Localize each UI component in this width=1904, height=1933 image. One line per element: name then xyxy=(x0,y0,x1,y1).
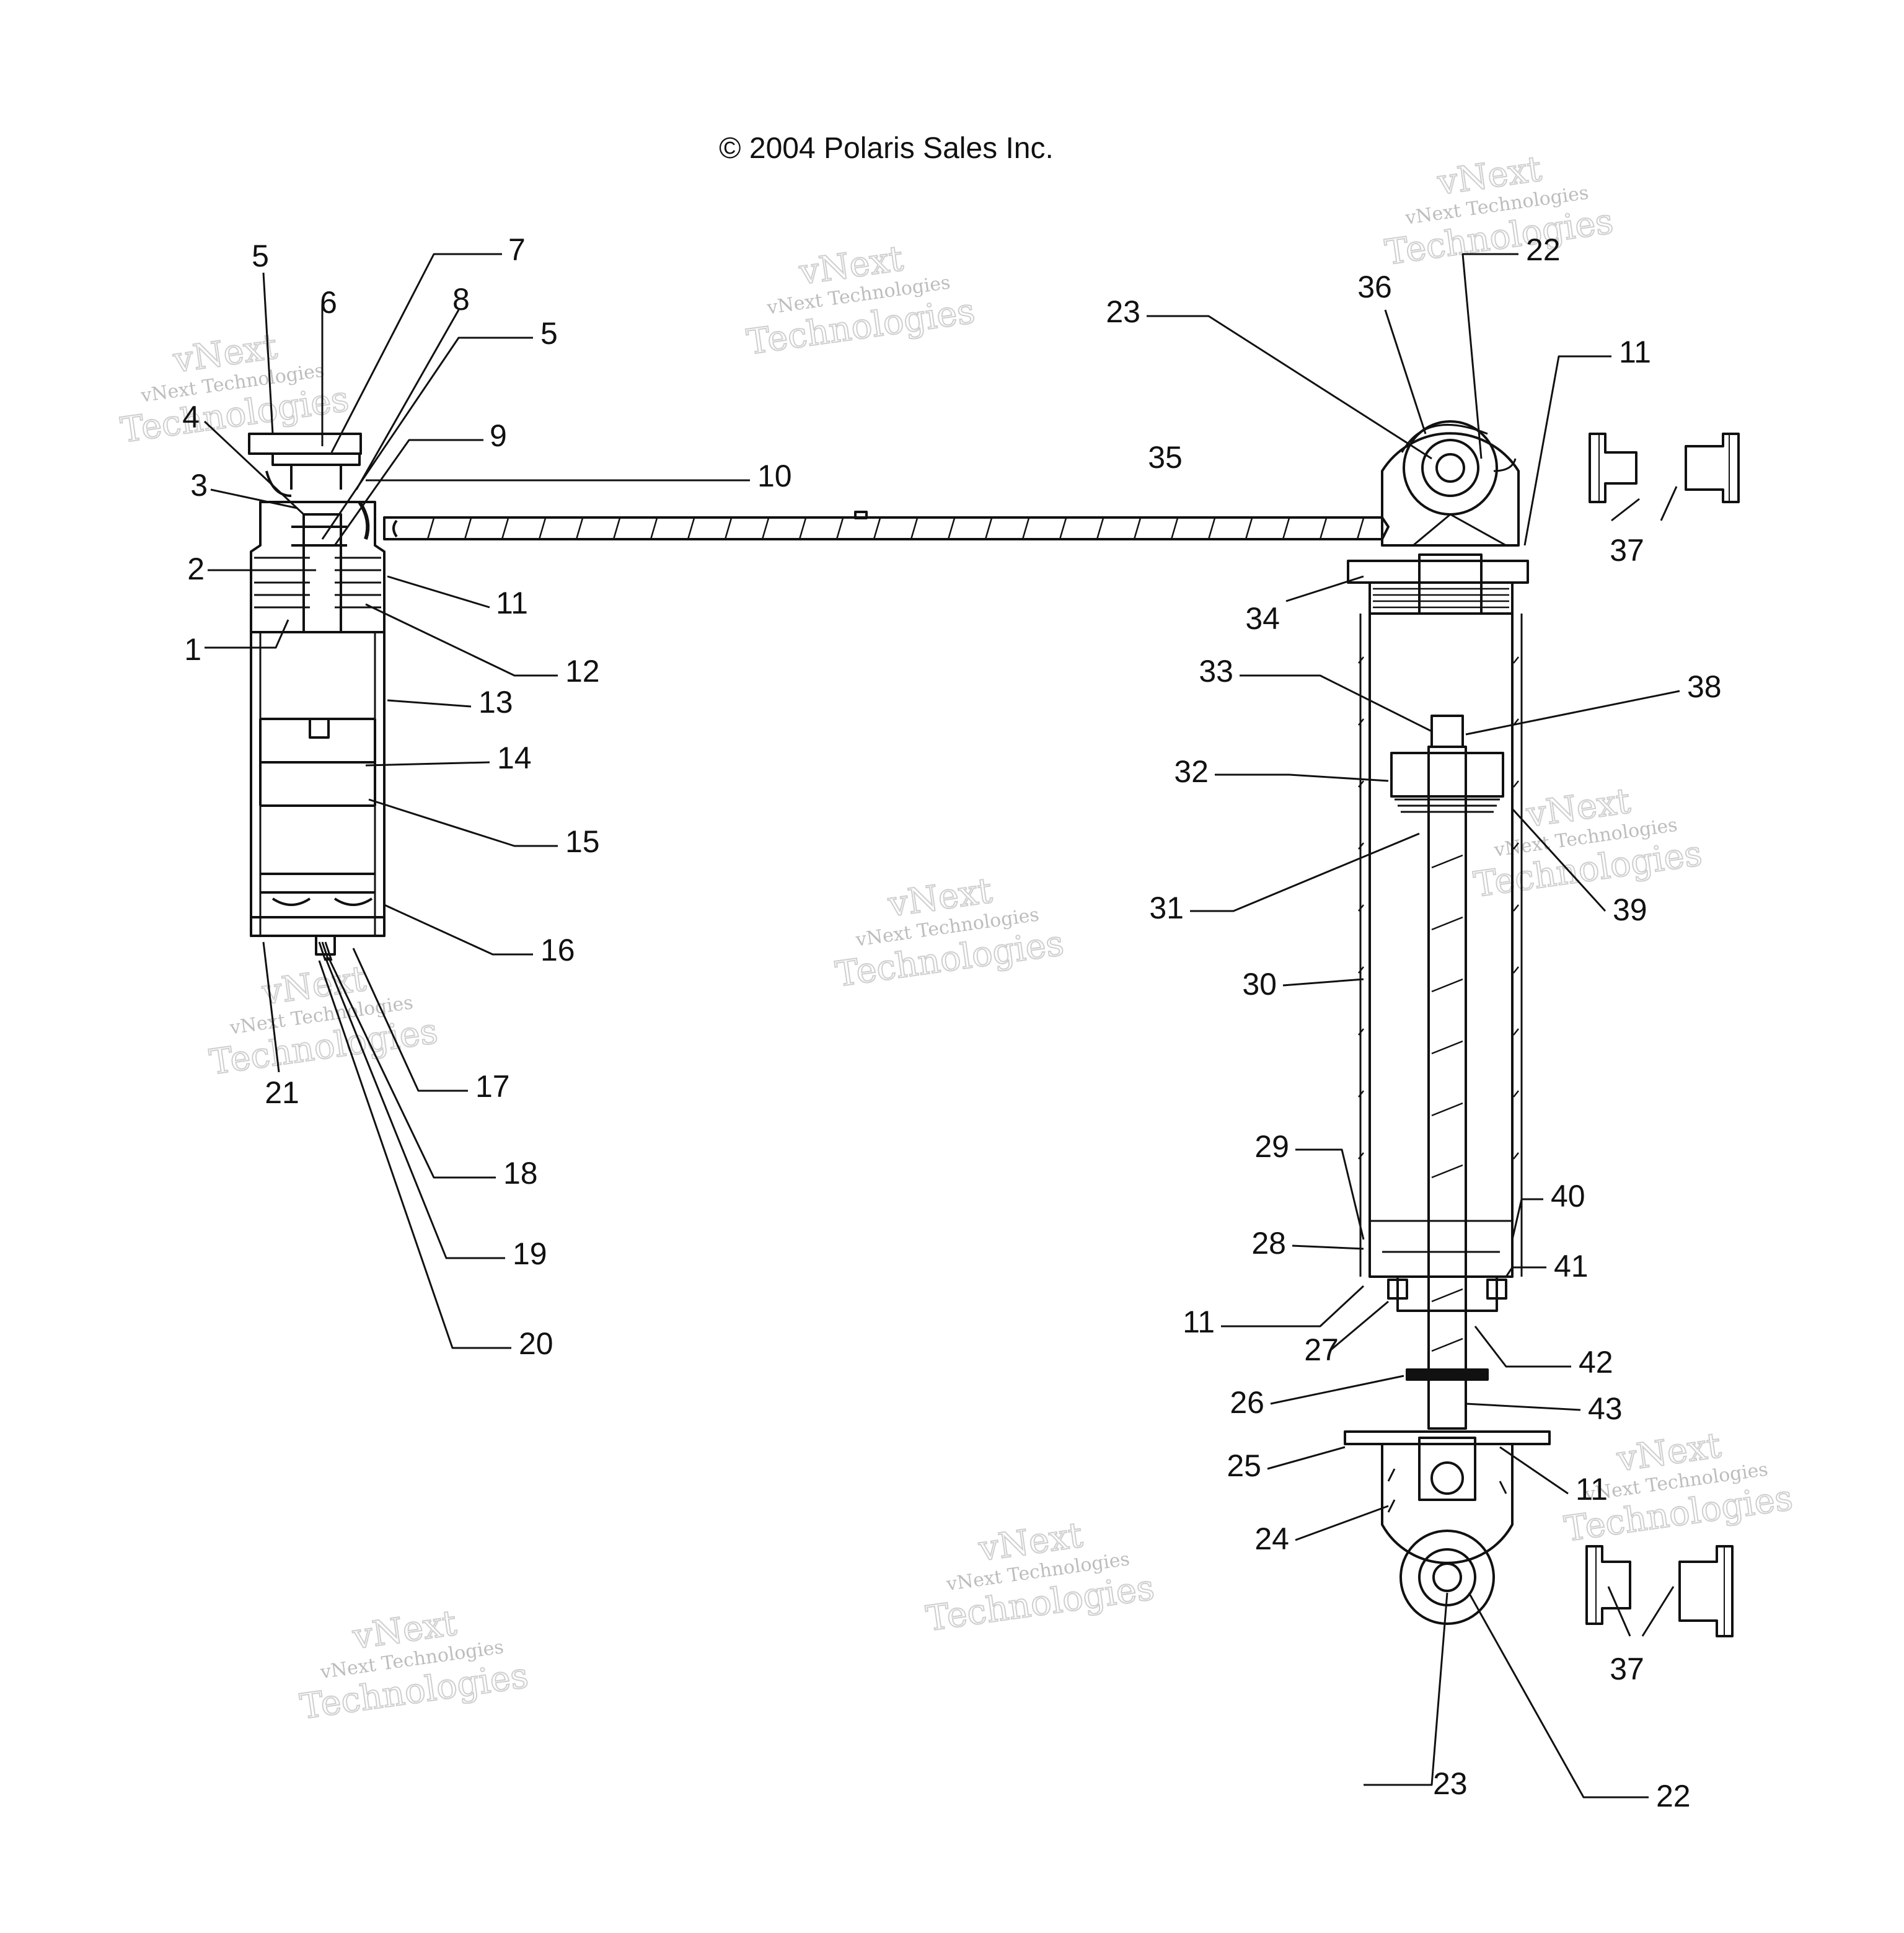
reservoir-end-cap xyxy=(250,897,386,937)
reservoir-assembly xyxy=(248,433,386,961)
callout-27: 27 xyxy=(1304,1332,1339,1367)
callout-43: 43 xyxy=(1588,1391,1623,1426)
watermark: vNext Technologies vNext Technologies xyxy=(832,870,1067,996)
watermark: vNext Technologies vNext Technologies xyxy=(923,1514,1157,1640)
bottom-out-bumper xyxy=(1406,1368,1489,1381)
callout-34: 34 xyxy=(1245,601,1280,636)
callout-26: 26 xyxy=(1230,1385,1264,1420)
main-piston xyxy=(1390,752,1504,798)
callout-11a: 11 xyxy=(496,586,528,620)
callout-40: 40 xyxy=(1551,1179,1585,1213)
top-eyelet xyxy=(1381,432,1520,547)
callout-14: 14 xyxy=(497,741,532,775)
callout-9: 9 xyxy=(490,418,507,453)
shock-shaft xyxy=(1427,746,1467,1430)
reservoir-body xyxy=(250,631,386,937)
callout-18: 18 xyxy=(503,1156,538,1191)
callout-23b: 23 xyxy=(1433,1766,1468,1801)
watermark: vNext Technologies vNext Technologies xyxy=(297,1602,531,1728)
floating-piston xyxy=(259,718,376,807)
callout-6: 6 xyxy=(320,285,337,320)
callout-13: 13 xyxy=(478,685,513,720)
watermark: vNext Technologies vNext Technologies xyxy=(118,326,352,452)
callout-15: 15 xyxy=(565,824,600,859)
shock-assembly xyxy=(1344,420,1551,1625)
watermark: vNext Technologies vNext Technologies xyxy=(206,958,441,1084)
callout-labels: 1 2 3 4 5 6 7 8 5 9 10 11 12 13 14 15 16… xyxy=(182,232,1721,1813)
copyright-text: © 2004 Polaris Sales Inc. xyxy=(719,132,1054,165)
top-bushing xyxy=(1403,420,1498,516)
callout-31: 31 xyxy=(1149,891,1184,925)
callout-42: 42 xyxy=(1579,1345,1613,1380)
callout-1: 1 xyxy=(184,632,201,667)
callout-2: 2 xyxy=(187,552,205,586)
callout-4: 4 xyxy=(182,400,200,434)
callout-29: 29 xyxy=(1254,1129,1289,1164)
callout-11b: 11 xyxy=(1619,335,1651,369)
callout-19: 19 xyxy=(513,1236,547,1271)
callout-16: 16 xyxy=(540,933,575,967)
reservoir-head xyxy=(250,501,386,633)
callout-5b: 5 xyxy=(540,316,558,351)
watermark: vNext Technologies vNext Technologies xyxy=(744,238,978,364)
callout-24: 24 xyxy=(1254,1521,1289,1556)
callout-30: 30 xyxy=(1242,967,1277,1002)
watermark: vNext Technologies vNext Technologies xyxy=(1382,148,1616,274)
bushing-inset-bottom xyxy=(1585,1545,1734,1637)
callout-8: 8 xyxy=(452,282,470,317)
callout-36: 36 xyxy=(1357,270,1392,304)
callout-3: 3 xyxy=(190,468,208,503)
seal-head xyxy=(1368,1220,1514,1278)
callout-21: 21 xyxy=(265,1075,299,1110)
leader-lines xyxy=(203,253,1680,1799)
callout-10: 10 xyxy=(757,459,792,493)
reservoir-cap xyxy=(248,433,362,455)
callout-28: 28 xyxy=(1251,1226,1286,1261)
callout-37a: 37 xyxy=(1610,533,1644,568)
callout-12: 12 xyxy=(565,654,600,689)
callout-39: 39 xyxy=(1613,892,1647,927)
bottom-bushing xyxy=(1399,1530,1495,1625)
callout-35: 35 xyxy=(1148,440,1183,475)
shock-top-cap xyxy=(1347,560,1529,584)
callout-7: 7 xyxy=(508,232,526,267)
reservoir-hose xyxy=(383,511,1390,540)
callout-37b: 37 xyxy=(1610,1652,1644,1686)
watermark-group: vNext Technologies vNext Technologies vN… xyxy=(118,148,1796,1728)
callout-38: 38 xyxy=(1687,669,1722,704)
callout-22a: 22 xyxy=(1526,232,1561,267)
callout-32: 32 xyxy=(1174,754,1209,789)
bushing-inset-top xyxy=(1589,433,1740,503)
callout-23a: 23 xyxy=(1106,294,1140,329)
callout-11d: 11 xyxy=(1576,1472,1608,1507)
callout-17: 17 xyxy=(475,1069,510,1104)
callout-5: 5 xyxy=(252,239,269,273)
callout-41: 41 xyxy=(1554,1249,1589,1284)
callout-20: 20 xyxy=(519,1326,553,1361)
callout-25: 25 xyxy=(1227,1448,1261,1483)
callout-11c: 11 xyxy=(1183,1305,1215,1339)
watermark: vNext Technologies vNext Technologies xyxy=(1471,780,1705,906)
callout-33: 33 xyxy=(1199,654,1233,689)
shock-body xyxy=(1368,612,1514,1278)
shaft-nut xyxy=(1430,715,1464,748)
callout-22b: 22 xyxy=(1656,1779,1691,1813)
